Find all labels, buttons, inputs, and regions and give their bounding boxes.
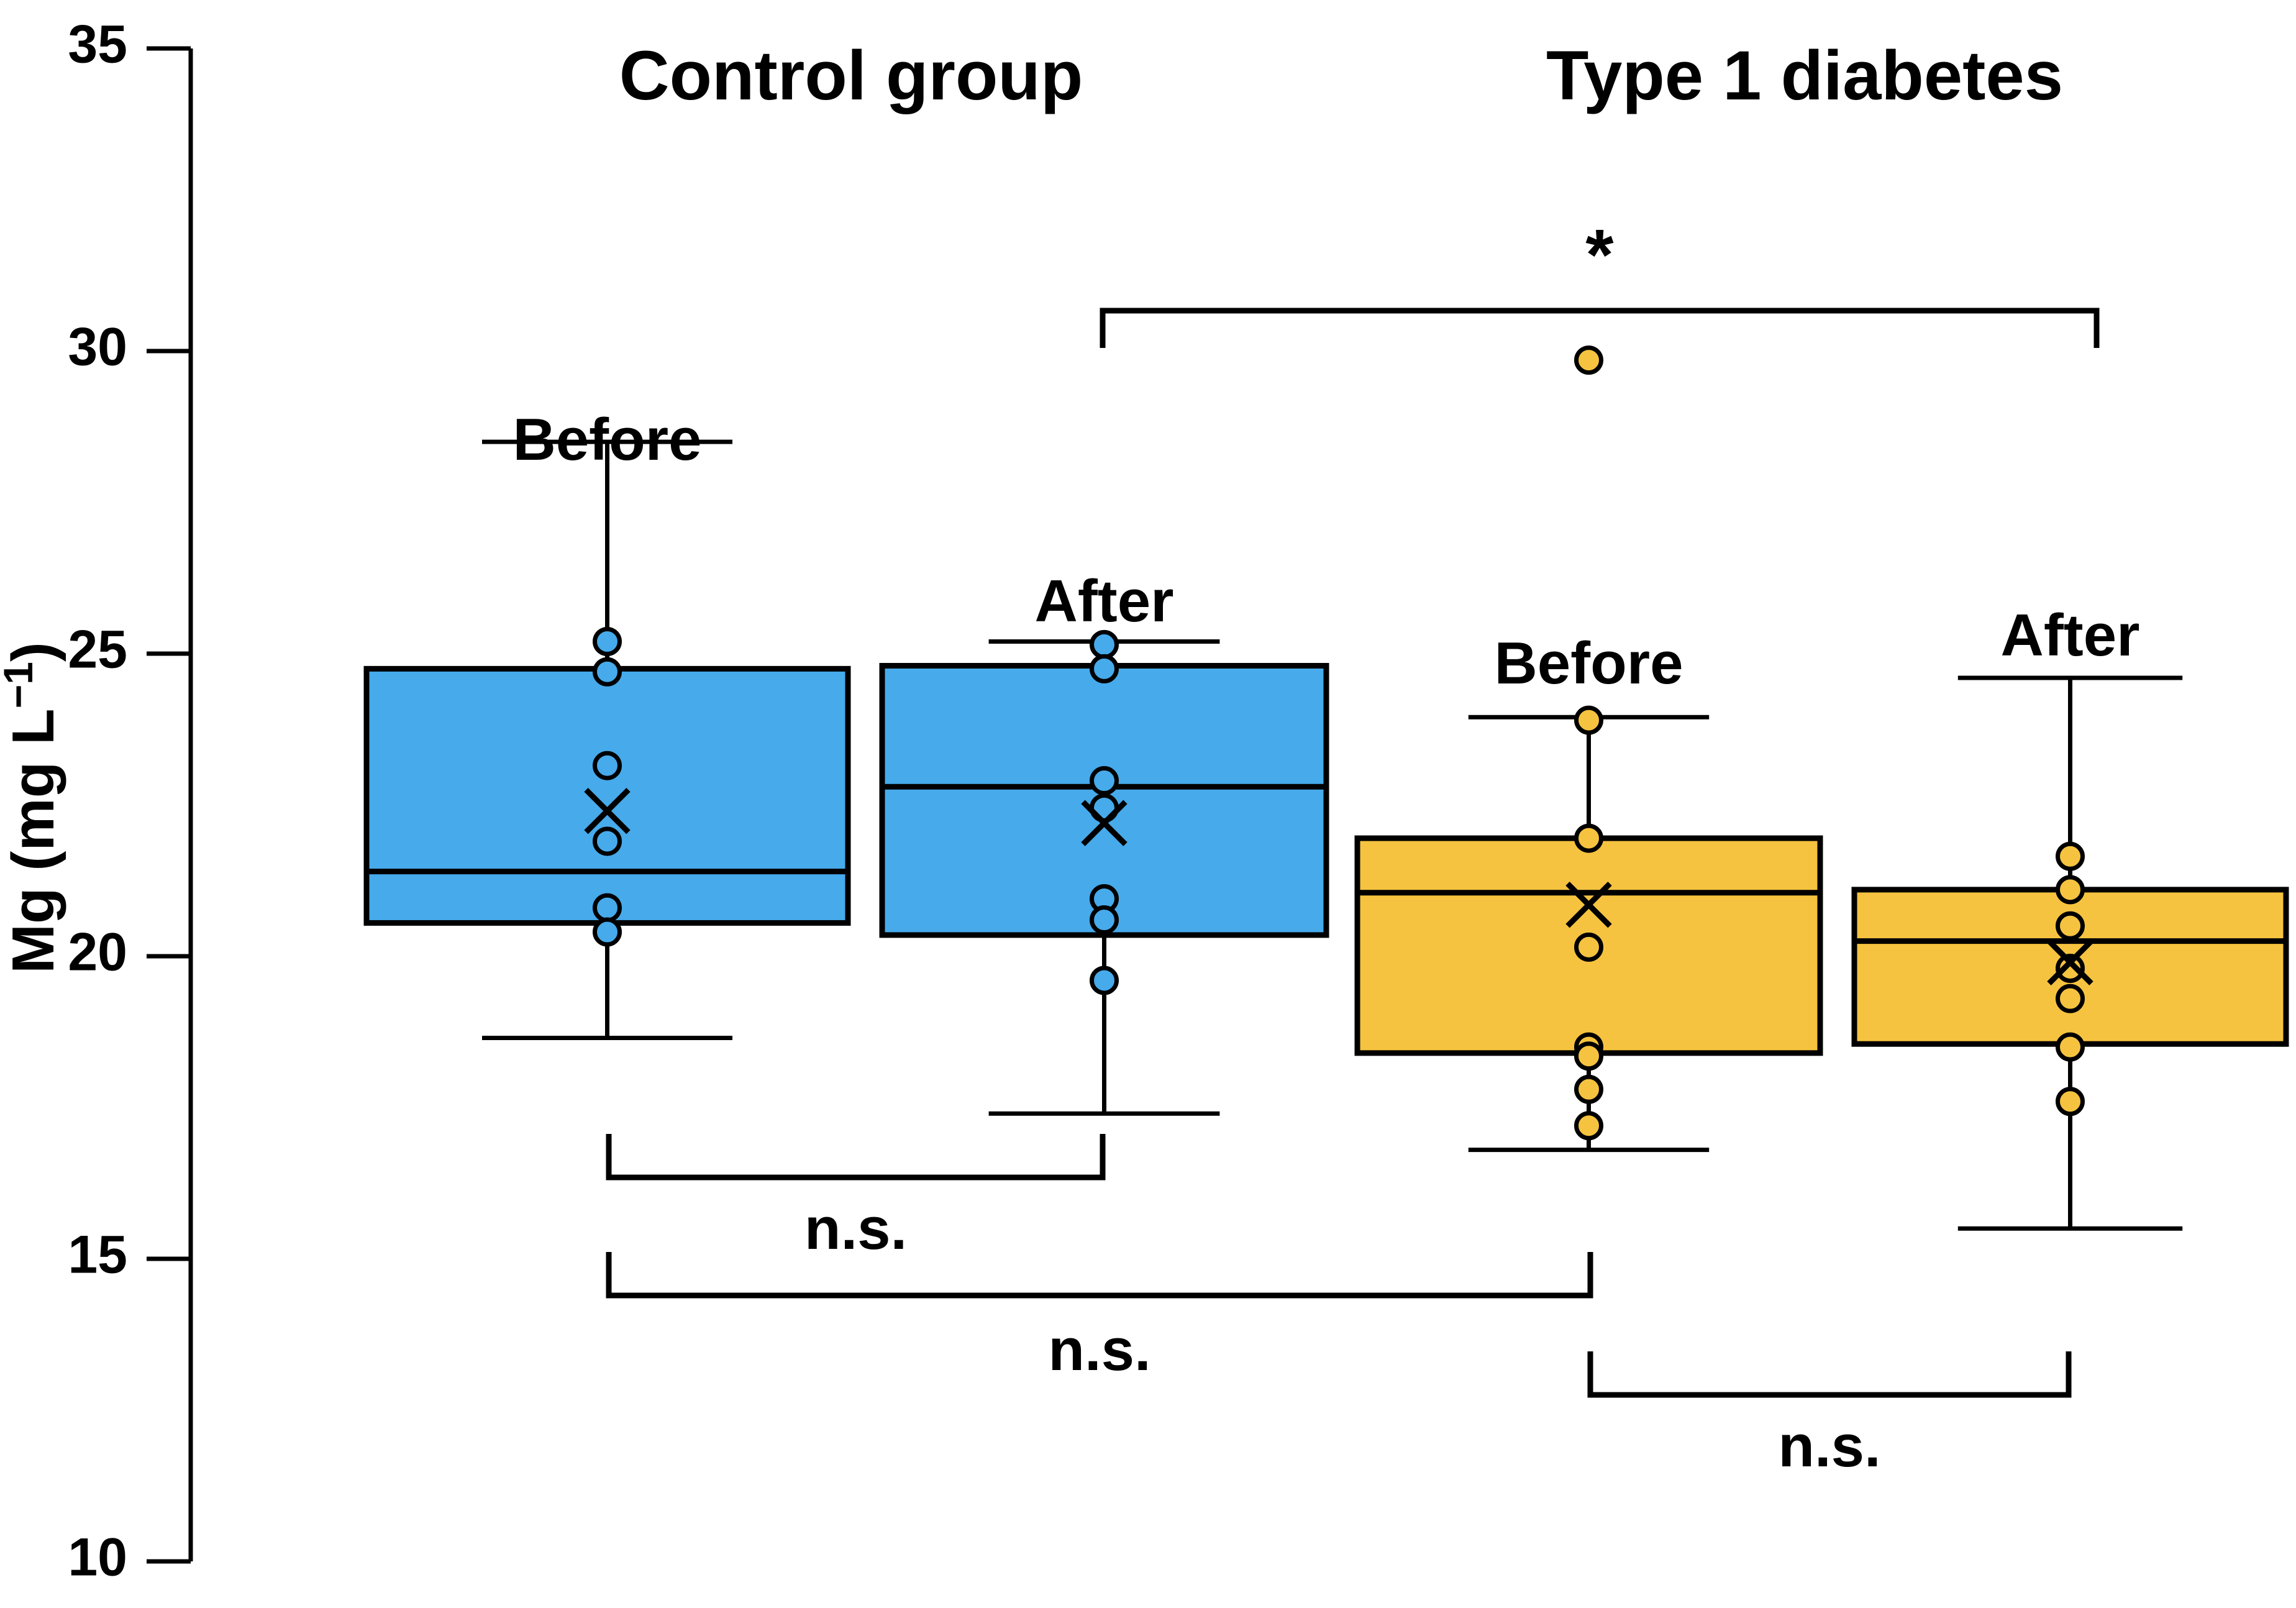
box-rect-control-before [363, 665, 851, 926]
y-axis-ticks: 10 15 20 25 30 35 [68, 15, 191, 1587]
box-label-control-after: After [1034, 568, 1173, 634]
group-title-control: Control group [619, 37, 1083, 114]
box-t1d-after: After [1851, 602, 2289, 1231]
bracket-sig-before-before [606, 1252, 1593, 1299]
data-point-t1d-after-6 [2056, 1087, 2085, 1117]
annotation-sig-top-star: * [1100, 214, 2100, 348]
y-tick-label-10: 10 [68, 1528, 127, 1587]
group-title-type1: Type 1 diabetes [1546, 37, 2063, 114]
mean-marker-x2-t1d-after [2047, 939, 2093, 985]
box-t1d-before: Before [1354, 345, 1823, 1153]
data-point-t1d-after-3 [2056, 953, 2085, 983]
data-point-control-before-4 [593, 893, 622, 923]
box-control-after: After [879, 568, 1329, 1116]
y-axis-title-sup: −1 [0, 662, 41, 708]
data-point-t1d-after-2 [2056, 911, 2085, 941]
y-axis-title: Mg (mg L−1) [0, 642, 66, 974]
y-tick-label-20: 20 [68, 923, 127, 982]
data-point-control-after-1 [1090, 654, 1119, 683]
data-point-control-before-3 [593, 826, 622, 856]
mean-marker-x2-control-before [584, 788, 631, 834]
bracket-sig-t1d-ba [1587, 1351, 2072, 1398]
significance-annotations: * n.s. n.s. n.s. [606, 214, 2100, 1479]
y-axis-title-base: Mg (mg L [0, 708, 66, 974]
y-tick-label-15: 15 [68, 1225, 127, 1285]
data-point-t1d-before-2 [1574, 823, 1603, 853]
mean-marker-x2-control-after [1081, 800, 1128, 846]
annotation-label-sig-t1d-ba: n.s. [1778, 1413, 1880, 1479]
data-point-t1d-after-4 [2056, 984, 2085, 1013]
data-point-t1d-before-7 [1574, 1111, 1603, 1141]
data-point-t1d-before-0 [1574, 345, 1603, 375]
data-point-t1d-before-3 [1574, 932, 1603, 962]
y-tick-label-35: 35 [68, 15, 127, 75]
data-point-t1d-after-5 [2056, 1032, 2085, 1062]
annotation-sig-t1d-ba: n.s. [1587, 1351, 2072, 1479]
annotation-label-sig-before-before: n.s. [1048, 1317, 1150, 1383]
y-axis-title-tail: ) [0, 642, 66, 662]
data-point-t1d-before-5 [1574, 1041, 1603, 1071]
annotation-label-sig-top-star: * [1585, 214, 1614, 295]
annotation-sig-control-ba: n.s. [606, 1134, 1106, 1262]
annotation-label-sig-control-ba: n.s. [804, 1195, 907, 1262]
data-point-control-after-6 [1090, 966, 1119, 995]
data-point-t1d-after-1 [2056, 875, 2085, 905]
data-point-control-after-2 [1090, 766, 1119, 796]
y-tick-label-25: 25 [68, 620, 127, 680]
data-point-control-before-2 [593, 751, 622, 780]
svg-text:Mg (mg L−1): Mg (mg L−1) [0, 642, 66, 974]
data-point-t1d-before-1 [1574, 705, 1603, 735]
data-point-control-before-0 [593, 627, 622, 657]
mean-marker-x2-t1d-before [1565, 882, 1612, 928]
box-control-before: Before [363, 406, 851, 1040]
data-point-control-after-0 [1090, 629, 1119, 659]
data-point-t1d-before-6 [1574, 1074, 1603, 1104]
y-tick-label-30: 30 [68, 317, 127, 377]
annotation-sig-before-before: n.s. [606, 1252, 1593, 1383]
data-point-control-after-5 [1090, 905, 1119, 935]
data-point-control-before-5 [593, 917, 622, 947]
data-point-control-before-1 [593, 657, 622, 687]
bracket-sig-control-ba [606, 1134, 1106, 1181]
bracket-sig-top-star [1100, 308, 2100, 348]
data-point-t1d-after-0 [2056, 841, 2085, 871]
box-label-control-before: Before [512, 406, 701, 473]
box-label-t1d-before: Before [1494, 630, 1683, 697]
box-label-t1d-after: After [2000, 602, 2139, 669]
